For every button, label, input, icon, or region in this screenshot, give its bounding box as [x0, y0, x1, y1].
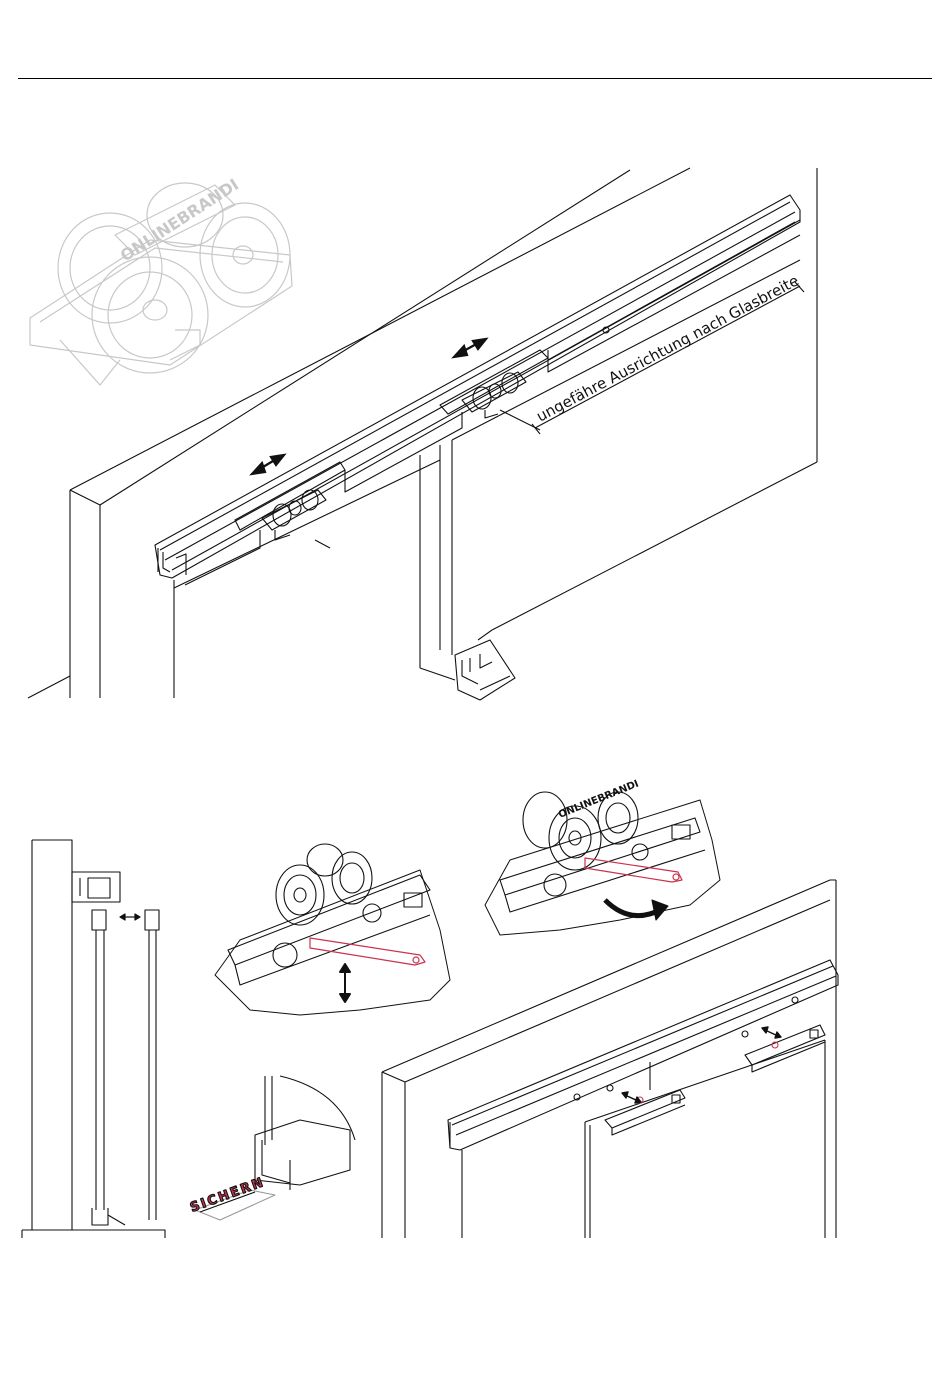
- door-assembly-overview: [382, 880, 838, 1238]
- roller-detail-rotate: ONLINEBRANDI: [485, 779, 720, 935]
- double-arrow-horizontal-icon: [622, 1092, 641, 1103]
- roller-brand-text: ONLINEBRANDI: [557, 779, 641, 821]
- lever-markers: [637, 1042, 778, 1103]
- double-arrow-vertical-icon: [340, 964, 350, 1002]
- secure-warning-label: SICHERN: [188, 1175, 267, 1216]
- roller-detail-height: [215, 844, 450, 1015]
- rotate-arrow-icon: [605, 900, 668, 920]
- section-view: [22, 840, 165, 1238]
- double-arrow-horizontal-icon: [762, 1027, 781, 1038]
- double-arrow-horizontal-icon: [120, 914, 140, 920]
- adjustment-lever: [310, 938, 425, 965]
